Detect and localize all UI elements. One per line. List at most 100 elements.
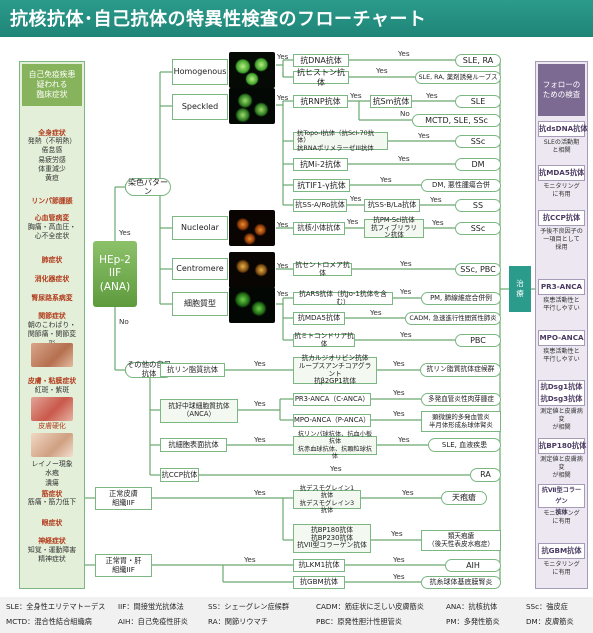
followup-note: 測定値と皮膚病変 が相関: [540, 408, 583, 432]
cytoplasm-micrograph: [229, 287, 275, 323]
test-anti-ssb: 抗SS-B/La抗体: [364, 199, 420, 212]
yes-label: Yes: [393, 555, 405, 564]
yes-label: Yes: [391, 529, 403, 538]
result-ra: RA: [470, 468, 501, 482]
test-anti-mda5: 抗MDA5抗体: [293, 312, 345, 325]
symptom-category: リンパ節腫脹: [31, 197, 73, 205]
result-cadm: CADM, 急速進行性間質性肺炎: [405, 312, 501, 325]
yes-label: Yes: [393, 359, 405, 368]
symptom-items: レイノー現象 水疱 潰瘍: [31, 460, 73, 487]
yes-label: Yes: [393, 572, 405, 581]
legend-item: SS：シェーグレン症候群: [208, 602, 290, 611]
pattern-centromere: Centromere: [172, 258, 228, 280]
yes-label: Yes: [398, 435, 410, 444]
followup-note: 測定値と皮膚病変 が相関: [540, 456, 583, 480]
test-anti-centromere: 抗セントロメア抗体: [293, 261, 352, 276]
symptom-category: 眼症状: [41, 519, 63, 527]
sclerosis-photo: [31, 433, 73, 457]
legend-item: PM：多発性筋炎: [446, 617, 500, 626]
result-aps: 抗リン脂質抗体症候群: [420, 363, 501, 377]
yes-label: Yes: [254, 435, 266, 444]
yes-label: Yes: [350, 195, 362, 203]
symptom-category: 神経症状: [38, 537, 66, 545]
followup-note: モニタリング に有用: [543, 561, 580, 577]
yes-label: Yes: [347, 218, 359, 226]
centromere-micrograph: [229, 252, 275, 288]
legend-item: DM：皮膚筋炎: [526, 617, 574, 626]
yes-label: Yes: [402, 488, 414, 497]
pattern-nucleolar: Nucleolar: [172, 216, 228, 240]
yes-label: Yes: [254, 488, 266, 497]
symptom-category: 皮膚・粘膜症状: [27, 377, 77, 385]
test-anti-sm: 抗Sm抗体: [370, 95, 412, 108]
followup-test: 抗GBM抗体: [538, 543, 585, 559]
symptom-panel: [19, 61, 85, 589]
test-anti-nucleolus: 抗核小体抗体: [293, 222, 345, 235]
followup-note: 予後不良因子の 一項目として 採用: [540, 228, 583, 252]
yes-label: Yes: [277, 290, 289, 298]
followup-test: 抗MDA5抗体: [538, 165, 585, 181]
result-sle-ra-drug: SLE, RA, 薬剤誘発ループス: [415, 71, 501, 84]
staining-pattern-node: 染色パターン: [125, 178, 171, 196]
followup-note: 疾患活動性と 平行しやすい: [543, 297, 580, 313]
test-anti-cardiolipin: 抗カルジオリピン抗体 ループスアンチコアグラント 抗β2GP1抗体: [293, 354, 377, 385]
legend-item: RA：関節リウマチ: [208, 617, 268, 626]
yes-label: Yes: [370, 308, 382, 317]
followup-test: 抗dsDNA抗体: [538, 121, 588, 137]
result-aih: AIH: [445, 559, 501, 572]
joint-photo: [31, 343, 73, 367]
yes-label: Yes: [398, 49, 410, 58]
yes-label: Yes: [432, 218, 444, 227]
legend-item: AIH：自己免疫性肝炎: [118, 617, 188, 626]
yes-label: Yes: [426, 91, 438, 100]
yes-label: Yes: [350, 91, 362, 100]
result-ssc-pbc: SSc, PBC: [455, 263, 501, 276]
pattern-homogenous: Homogenous: [172, 59, 228, 85]
test-mpo-anca: MPO-ANCA（P-ANCA）: [293, 414, 371, 427]
test-cell-surface: 抗細胞表面抗体: [160, 438, 227, 452]
followup-test: 抗CCP抗体: [538, 210, 585, 226]
rash-photo: [31, 397, 73, 421]
symptom-category: 消化器症状: [34, 275, 70, 283]
test-anti-pmscl: 抗PM-Scl抗体 抗フィブリラリン抗体: [364, 216, 424, 239]
yes-label: Yes: [254, 399, 266, 408]
symptom-category: 関節症状: [38, 312, 66, 320]
pattern-speckled: Speckled: [172, 94, 228, 120]
legend-item: ANA：抗核抗体: [446, 602, 498, 611]
followup-panel-header: フォローの ための検査: [538, 64, 585, 116]
yes-label: Yes: [119, 228, 131, 237]
test-anti-ssa: 抗SS-A/Ro抗体: [293, 199, 347, 212]
result-pbc: PBC: [455, 334, 501, 347]
followup-note: SLEの活動期 と相関: [543, 139, 580, 155]
test-anti-dna: 抗DNA抗体: [293, 54, 349, 67]
normal-stomach-iif: 正常胃・肝 組織IIF: [95, 554, 152, 577]
pattern-cytoplasm: 細胞質型: [172, 292, 228, 316]
test-pr3-anca: PR3-ANCA（C-ANCA）: [293, 393, 371, 406]
test-anti-phospholipid: 抗リン脂質抗体: [160, 363, 225, 377]
legend-item: SSc：強皮症: [526, 602, 568, 611]
title-bar: 抗核抗体･自己抗体の特異性検査のフローチャート: [0, 0, 593, 37]
normal-skin-iif: 正常皮膚 組織IIF: [95, 487, 152, 510]
legend-item: CADM：筋症状に乏しい皮膚筋炎: [316, 602, 424, 611]
yes-label: Yes: [398, 154, 410, 163]
no-label: No: [400, 109, 410, 118]
yes-label: Yes: [393, 409, 405, 418]
hep2-iif-node: HEp-2 IIF (ANA): [93, 241, 137, 307]
followup-note: 疾患活動性と 平行しやすい: [543, 348, 580, 364]
result-mctd-sle-ssc: MCTD, SLE, SSc: [412, 114, 501, 127]
test-anti-lkm1: 抗LKM1抗体: [293, 559, 345, 572]
homogenous-micrograph: [229, 52, 275, 88]
symptom-items: 知覚・運動障害 精神症状: [27, 546, 77, 564]
legend-item: PBC：原発性胆汁性胆管炎: [316, 617, 403, 626]
result-pemphigus: 天疱瘡: [441, 491, 487, 505]
yes-label: Yes: [400, 330, 412, 339]
followup-note: モニタリング に有用: [543, 183, 580, 199]
yes-label: Yes: [277, 262, 289, 270]
treatment-bar: 治 療: [509, 266, 531, 312]
symptom-category: 全身症状: [38, 129, 66, 137]
symptom-items: 発熱（不明熱） 倦怠感 易疲労感 体重減少 黄疸: [27, 137, 77, 183]
yes-label: Yes: [418, 131, 430, 140]
result-dm-cancer: DM, 悪性腫瘍合併: [421, 179, 501, 192]
symptom-items: 胸痛・高血圧・ 心不全症状: [27, 223, 77, 241]
